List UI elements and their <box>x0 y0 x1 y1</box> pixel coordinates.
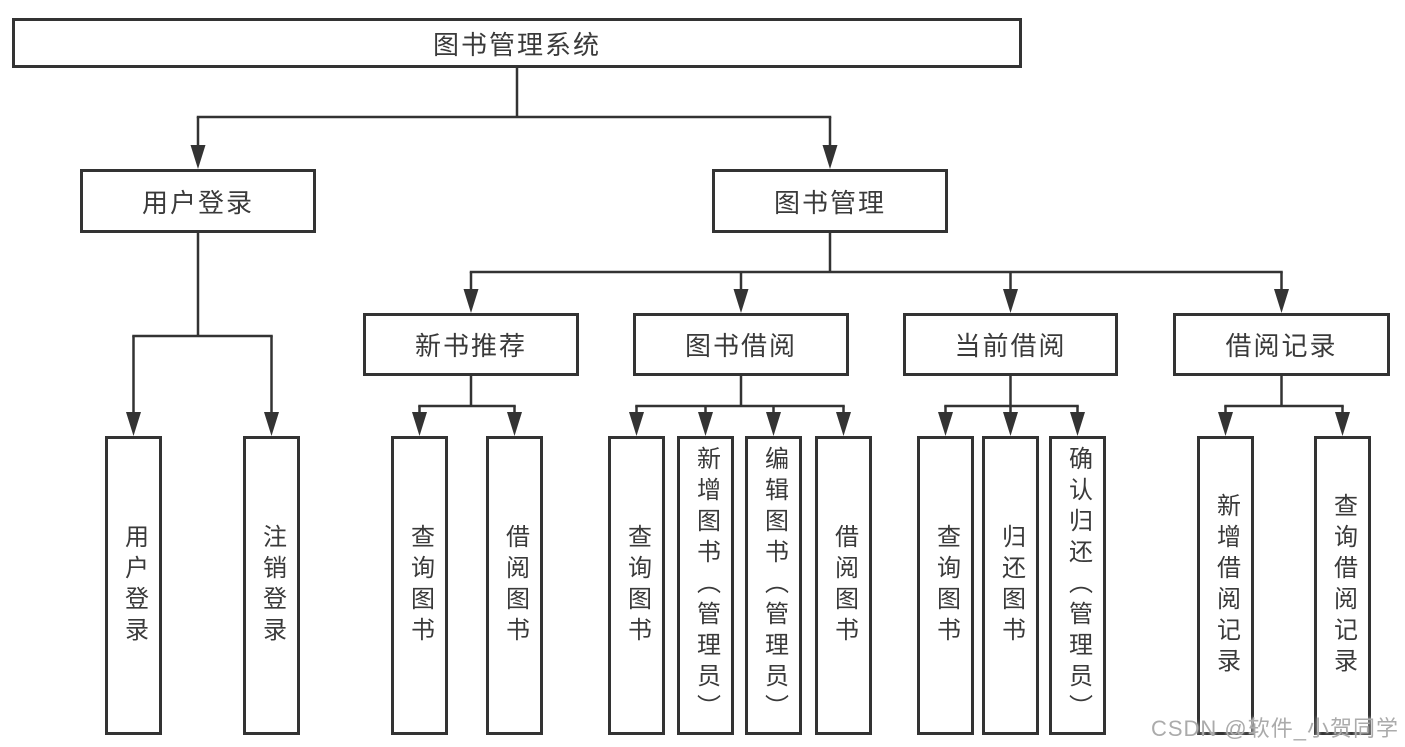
edge-borrowing-records-to-leaves-arrowhead-1 <box>1335 412 1350 436</box>
edge-current-borrowing-to-leaves-arrowhead-2 <box>1070 412 1085 436</box>
node-user-login-branch: 用户登录 <box>80 169 316 233</box>
edge-current-borrowing-to-leaves-arrowhead-0 <box>938 412 953 436</box>
leaf-query-books-borrowing-label: 查询图书 <box>623 523 651 648</box>
edge-user-login-to-leaves-arrowhead-0 <box>126 412 141 436</box>
leaf-return-books-label: 归还图书 <box>997 523 1025 648</box>
csdn-watermark: CSDN @软件_小贺同学 <box>1150 716 1399 741</box>
edge-root-to-level1-arrowhead-0 <box>190 145 206 169</box>
edge-new-book-to-leaves-arrowhead-0 <box>412 412 427 436</box>
edge-book-borrowing-to-leaves-arrowhead-0 <box>629 412 644 436</box>
leaf-add-books-admin: 新增图书（管理员） <box>677 436 734 735</box>
leaf-confirm-return-admin: 确认归还（管理员） <box>1049 436 1106 735</box>
leaf-return-books: 归还图书 <box>982 436 1039 735</box>
node-book-management-branch: 图书管理 <box>712 169 948 233</box>
edge-book-borrowing-to-leaves-arrowhead-2 <box>766 412 781 436</box>
node-borrowing-records: 借阅记录 <box>1173 313 1390 376</box>
leaf-logout: 注销登录 <box>243 436 300 735</box>
edge-book-management-to-level2-arrowhead-0 <box>463 289 479 313</box>
node-current-borrowing: 当前借阅 <box>903 313 1118 376</box>
node-user-login-branch-label: 用户登录 <box>141 187 254 218</box>
leaf-query-books-recommend-label: 查询图书 <box>406 523 434 648</box>
leaf-user-login: 用户登录 <box>105 436 162 735</box>
leaf-add-borrow-record-label: 新增借阅记录 <box>1212 492 1240 679</box>
leaf-logout-label: 注销登录 <box>258 523 286 648</box>
edge-book-management-to-level2-arrowhead-2 <box>1003 289 1018 313</box>
node-book-borrowing: 图书借阅 <box>633 313 849 376</box>
leaf-add-books-admin-label: 新增图书（管理员） <box>692 446 720 725</box>
leaf-query-books-borrowing: 查询图书 <box>608 436 665 735</box>
node-borrowing-records-label: 借阅记录 <box>1225 331 1338 361</box>
leaf-query-borrow-record: 查询借阅记录 <box>1314 436 1371 735</box>
leaf-user-login-label: 用户登录 <box>120 523 148 648</box>
leaf-query-books-current-label: 查询图书 <box>932 523 960 648</box>
edge-root-to-level1-arrowhead-1 <box>822 145 838 169</box>
leaf-confirm-return-admin-label: 确认归还（管理员） <box>1064 446 1092 725</box>
leaf-borrow-books-borrowing-label: 借阅图书 <box>830 523 858 648</box>
edge-book-management-to-level2-arrowhead-1 <box>733 289 749 313</box>
edge-user-login-to-leaves-arrowhead-1 <box>264 412 279 436</box>
node-root-library-management-system: 图书管理系统 <box>12 18 1022 68</box>
leaf-borrow-books-recommend: 借阅图书 <box>486 436 543 735</box>
leaf-borrow-books-recommend-label: 借阅图书 <box>501 523 529 648</box>
leaf-query-borrow-record-label: 查询借阅记录 <box>1329 492 1357 679</box>
edge-new-book-to-leaves-arrowhead-1 <box>507 412 522 436</box>
edge-book-borrowing-to-leaves-arrowhead-1 <box>698 412 713 436</box>
leaf-query-books-current: 查询图书 <box>917 436 974 735</box>
leaf-add-borrow-record: 新增借阅记录 <box>1197 436 1254 735</box>
node-new-book-recommendation: 新书推荐 <box>363 313 579 376</box>
edge-book-borrowing-to-leaves-arrowhead-3 <box>836 412 851 436</box>
node-current-borrowing-label: 当前借阅 <box>954 331 1067 361</box>
node-book-borrowing-label: 图书借阅 <box>684 331 797 361</box>
edge-current-borrowing-to-leaves-arrowhead-1 <box>1003 412 1018 436</box>
node-new-book-recommendation-label: 新书推荐 <box>414 331 527 361</box>
leaf-query-books-recommend: 查询图书 <box>391 436 448 735</box>
leaf-edit-books-admin-label: 编辑图书（管理员） <box>760 446 788 725</box>
edge-book-management-to-level2-arrowhead-3 <box>1274 289 1289 313</box>
leaf-borrow-books-borrowing: 借阅图书 <box>815 436 872 735</box>
edge-borrowing-records-to-leaves-arrowhead-0 <box>1218 412 1233 436</box>
node-book-management-branch-label: 图书管理 <box>773 187 886 218</box>
node-root-library-management-system-label: 图书管理系统 <box>432 29 601 60</box>
leaf-edit-books-admin: 编辑图书（管理员） <box>745 436 802 735</box>
